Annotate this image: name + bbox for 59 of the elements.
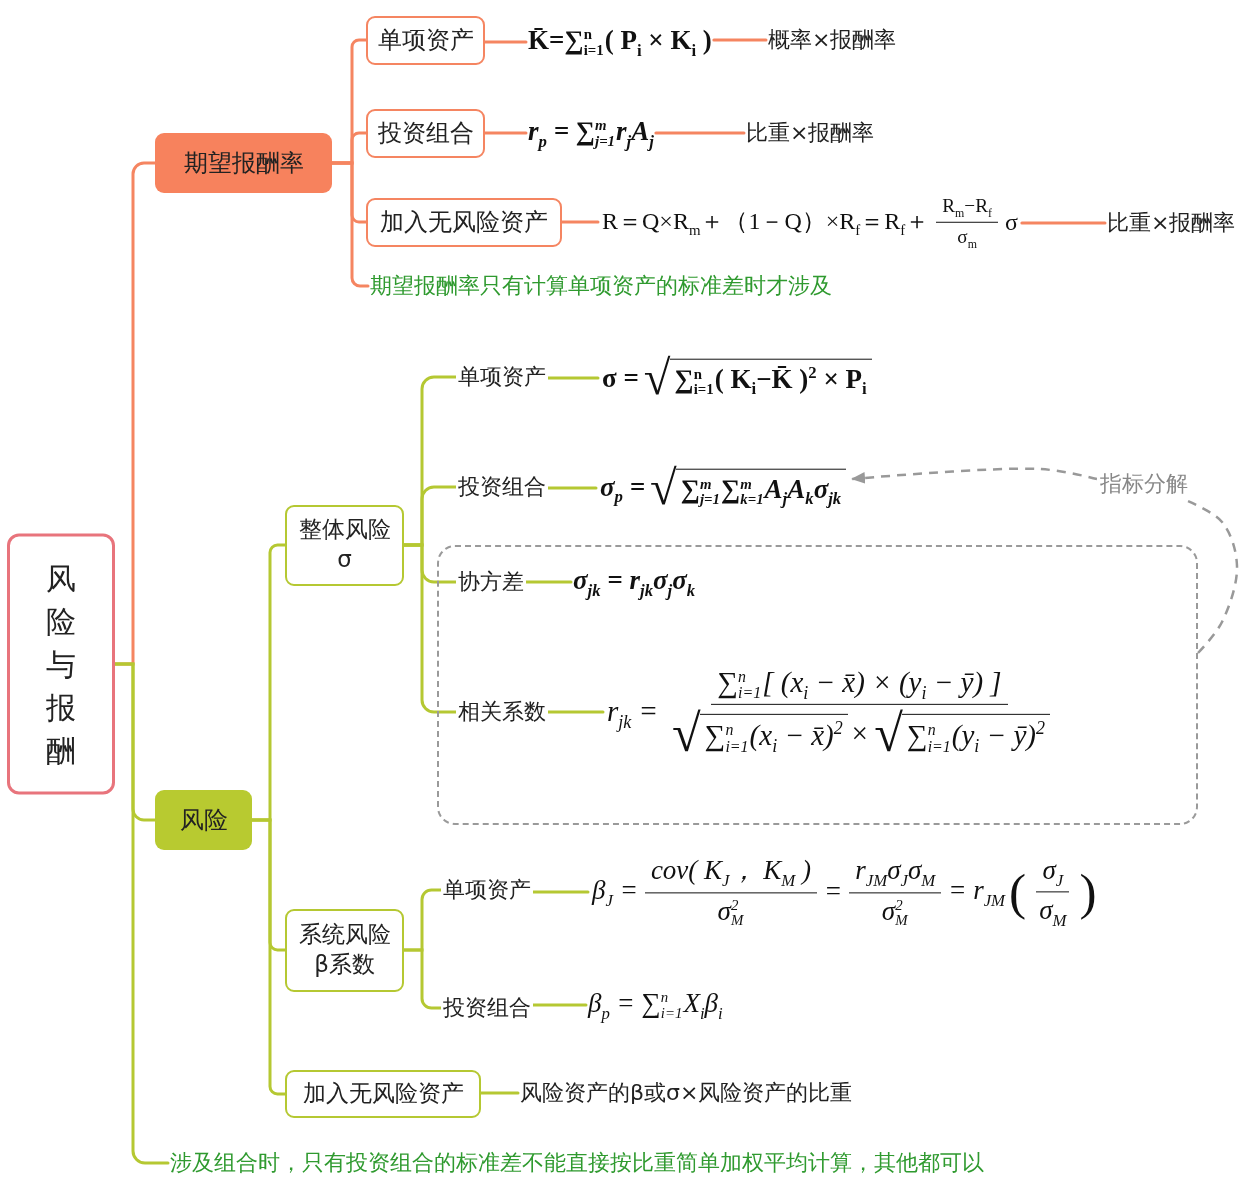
note-text: 比重×报酬率 — [744, 118, 877, 148]
radical-sign: √ — [643, 353, 671, 403]
formula-text: = — [824, 875, 843, 909]
formula: r$_{p}$ = ∑$^{m}$$_{j=1}$r$_{j}$A$_{j}$ — [526, 115, 656, 151]
dashed-frame — [437, 545, 1198, 825]
branch-line — [402, 543, 458, 714]
note-text: 涉及组合时，只有投资组合的标准差不能直接按比重简单加权平均计算，其他都可以 — [168, 1148, 986, 1178]
subtopic-box: 加入无风险资产 — [366, 197, 562, 247]
formula-text: ∑$^{n}$$_{i=1}$(y$_{i}$ − ȳ)$^{2}$ — [906, 718, 1045, 756]
branch-line — [250, 818, 287, 1096]
formula-text: R＝Q×R$_{m}$＋（1－Q）×R$_{f}$＝R$_{f}$＋ — [602, 206, 930, 238]
branch-line — [483, 131, 528, 135]
formula-text: × — [849, 715, 870, 751]
numerator: cov( K$_{J}$， K$_{M}$ ) — [650, 854, 811, 890]
formula-text: σ — [1004, 207, 1018, 237]
subtopic-box: 投资组合 — [366, 108, 485, 158]
branch-line — [560, 220, 600, 224]
branch-line — [654, 131, 746, 135]
formula-text: σ = — [602, 361, 639, 395]
note-text: 概率×报酬率 — [766, 25, 899, 55]
branch-line — [479, 1091, 520, 1095]
main-topic-box: 风险 — [155, 790, 252, 850]
denominator: σ$_{m}$ — [957, 224, 977, 251]
radical-sign: √ — [874, 706, 903, 760]
numerator: ∑$^{n}$$_{i=1}$[ (x$_{i}$ − x̄) × (y$_{i}$ − ȳ) ] — [717, 664, 1002, 702]
formula: σ$_{jk}$ = r$_{jk}$σ$_{j}$σ$_{k}$ — [571, 564, 698, 600]
branch-line — [113, 662, 170, 1165]
formula: β$_{p}$ = ∑$^{n}$$_{i=1}$X$_{i}$β$_{i}$ — [586, 987, 725, 1023]
root-topic-box: 风险与报酬 — [7, 533, 115, 795]
branch-line — [712, 38, 768, 42]
formula-text: β$_{J}$ = — [592, 874, 638, 910]
note-text: 风险资产的β或σ×风险资产的比重 — [518, 1078, 855, 1108]
note-text: 比重×报酬率 — [1105, 208, 1238, 238]
branch-line — [330, 161, 370, 288]
note-text: 期望报酬率只有计算单项资产的标准差时才涉及 — [368, 271, 834, 301]
formula-text: ∑$^{n}$$_{i=1}$( K$_{i}$−K̄ )$^{2}$ × P$_{i}$ — [674, 363, 867, 399]
main-topic-box: 期望报酬率 — [155, 133, 332, 193]
formula-text: ∑$^{n}$$_{i=1}$(x$_{i}$ − x̄)$^{2}$ — [704, 718, 843, 756]
numerator: r$_{JM}$σ$_{J}$σ$_{M}$ — [855, 854, 936, 890]
branch-line — [483, 40, 528, 44]
subtopic-box: 整体风险 σ — [285, 504, 404, 586]
denominator: σ$_{M}$ — [1039, 894, 1067, 930]
numerator: σ$_{J}$ — [1042, 854, 1064, 890]
dashed-arrow — [851, 467, 1098, 484]
branch-line — [402, 948, 443, 1010]
formula-text: σ$_{p}$ = — [600, 470, 646, 506]
subtopic-box: 单项资产 — [366, 15, 485, 65]
parenthesis: ( — [1009, 866, 1027, 918]
radical-sign: √ — [672, 706, 701, 760]
formula-text: ∑$^{m}$$_{j=1}$∑$^{m}$$_{k=1}$A$_{j}$A$_{k}$σ$_{jk}$ — [680, 473, 842, 509]
numerator: R$_{m}$−R$_{f}$ — [942, 193, 992, 220]
branch-line — [1020, 221, 1107, 225]
formula-text: = r$_{JM}$ — [948, 874, 1006, 910]
radical-sign: √ — [650, 463, 677, 513]
parenthesis: ) — [1079, 866, 1097, 918]
subtopic-box: 加入无风险资产 — [285, 1070, 481, 1118]
subtopic-box: 系统风险 β系数 — [285, 908, 404, 992]
formula-text: r$_{jk}$ = — [607, 693, 659, 731]
formula: K̄=∑$^{n}$$_{i=1}$( P$_{i}$ × K$_{i}$ ) — [526, 24, 714, 60]
